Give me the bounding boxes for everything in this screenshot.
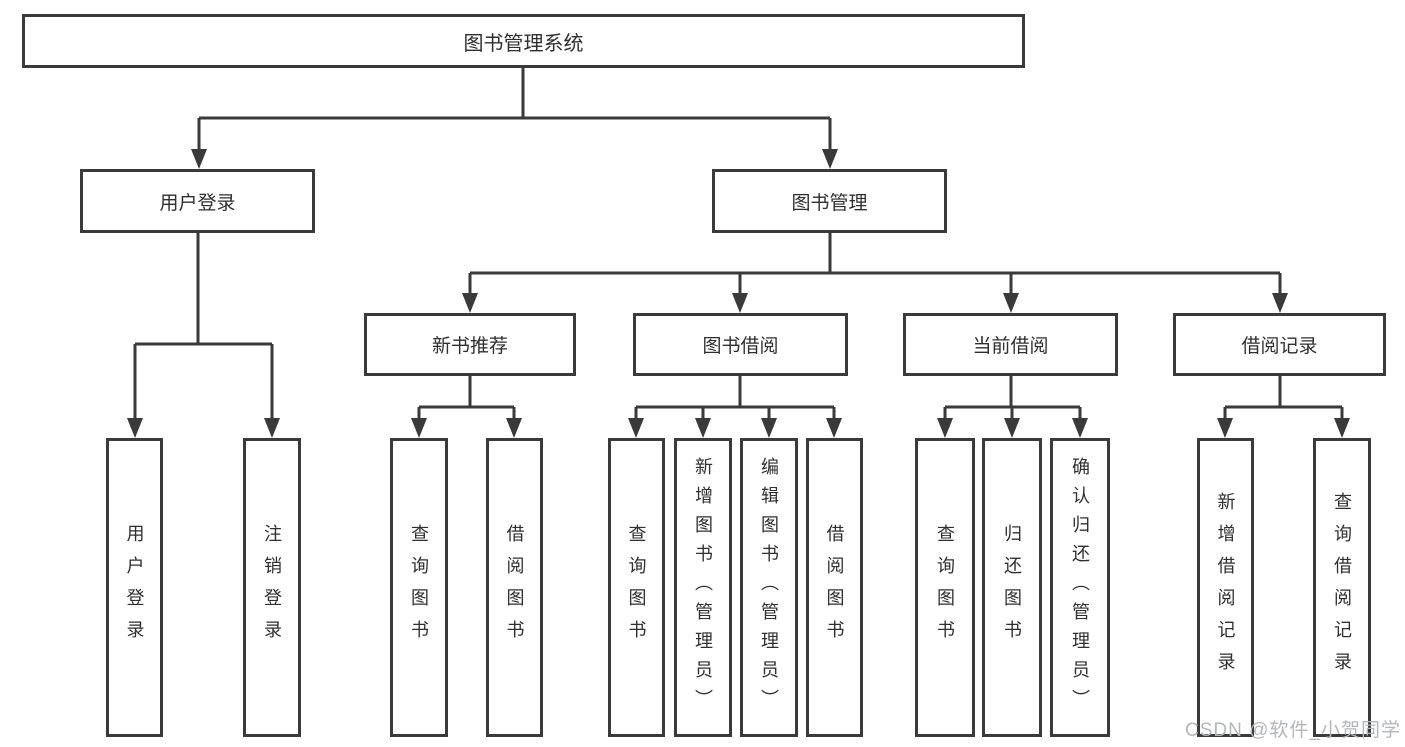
node-label: 图书借阅 [702,336,779,357]
node-label: 借阅记录 [1241,336,1318,357]
leaf-return-books: 归还图书 [982,438,1042,737]
leaf-add-books-admin: 新增图书（管理员） [674,438,732,737]
node-label: 查询图书 [409,523,429,652]
node-current-borrowing: 当前借阅 [903,313,1118,376]
node-new-book-recommendation: 新书推荐 [364,313,576,376]
node-label: 新书推荐 [431,336,508,357]
node-label: 借阅图书 [504,523,525,652]
node-label: 确认归还（管理员） [1070,457,1090,718]
arrowhead-icons [127,149,1350,438]
node-label: 借阅图书 [824,523,845,652]
node-label: 图书管理 [791,192,868,214]
leaf-add-borrow-record: 新增借阅记录 [1197,438,1254,737]
leaf-logout: 注销登录 [243,438,301,737]
node-borrowing-records: 借阅记录 [1173,313,1386,376]
leaf-query-books-borrow: 查询图书 [608,438,665,737]
node-label: 查询图书 [626,523,647,652]
node-user-login: 用户登录 [80,169,315,233]
node-label: 图书管理系统 [463,32,584,55]
leaf-edit-books-admin: 编辑图书（管理员） [740,438,798,737]
node-label: 编辑图书（管理员） [759,457,779,718]
node-library-system: 图书管理系统 [22,14,1025,68]
watermark: CSDN @软件_小贺同学 [1185,720,1401,741]
leaf-confirm-return-admin: 确认归还（管理员） [1050,438,1110,737]
node-label: 用户登录 [159,192,236,214]
node-label: 新增图书（管理员） [693,457,713,718]
leaf-user-login: 用户登录 [106,438,163,737]
node-label: 新增借阅记录 [1215,491,1236,684]
leaf-borrow-books: 借阅图书 [806,438,863,737]
node-label: 查询借阅记录 [1332,491,1352,684]
leaf-query-borrow-record: 查询借阅记录 [1313,438,1371,737]
node-label: 注销登录 [262,523,282,652]
node-label: 归还图书 [1002,523,1022,652]
node-label: 当前借阅 [972,336,1049,357]
node-label: 用户登录 [124,523,145,652]
node-book-management: 图书管理 [712,169,947,233]
leaf-borrow-books-recommend: 借阅图书 [486,438,543,737]
leaf-query-books-current: 查询图书 [915,438,975,737]
node-label: 查询图书 [935,523,955,652]
node-book-borrowing: 图书借阅 [633,313,848,376]
leaf-query-books-recommend: 查询图书 [390,438,448,737]
